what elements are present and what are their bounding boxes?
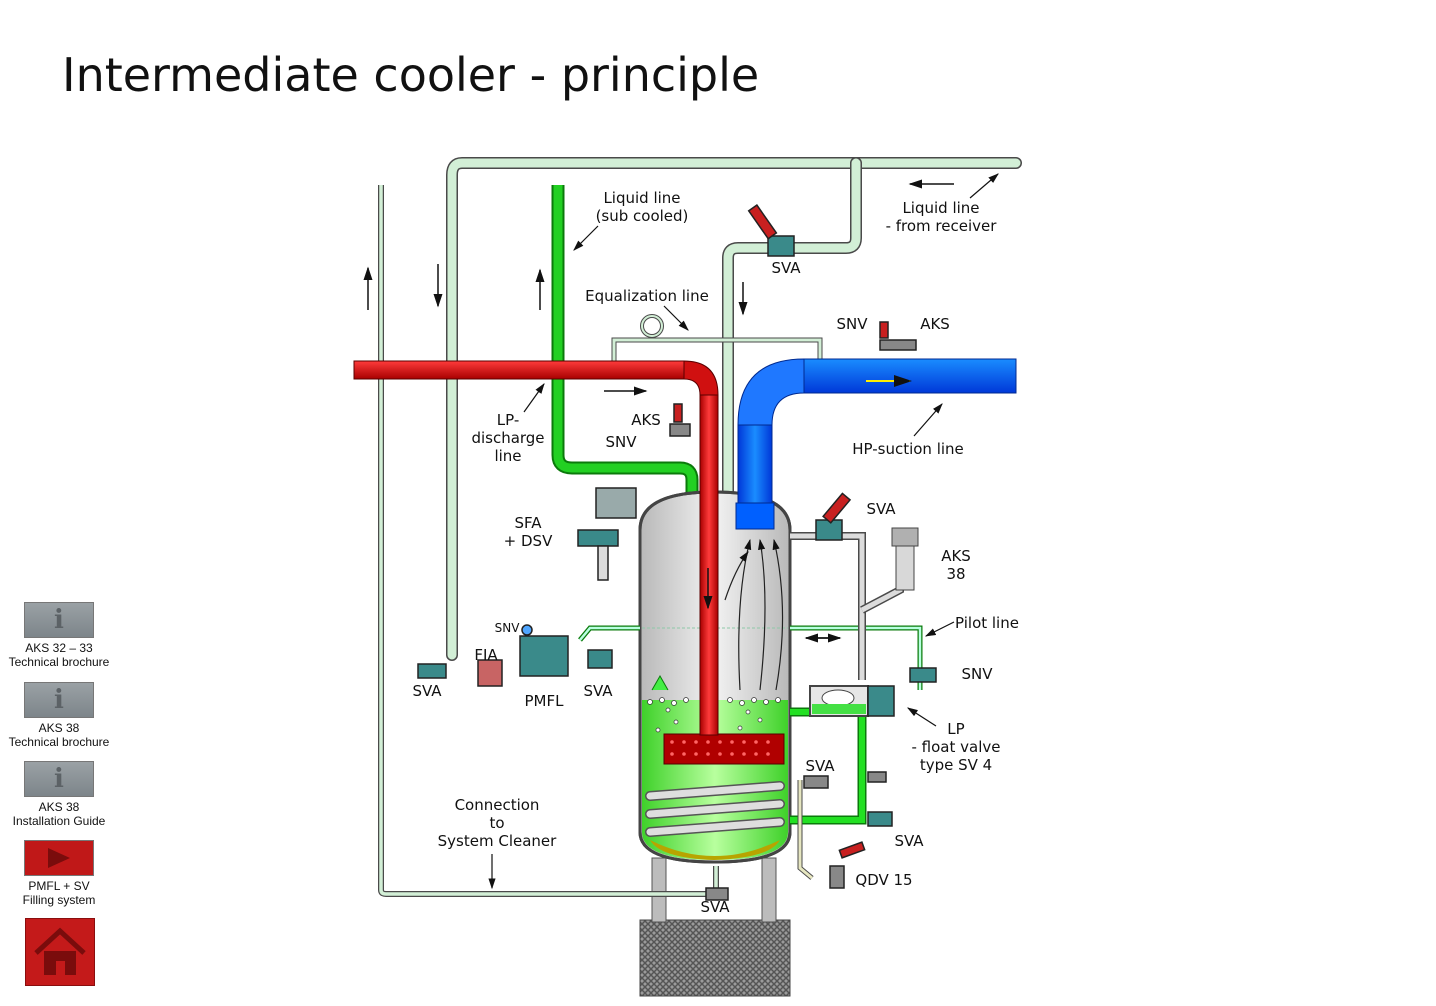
label-snv-right: SNV — [961, 665, 993, 683]
hp-suction-line — [735, 358, 1017, 530]
label-aks38-2: 38 — [946, 565, 965, 583]
label-lp-discharge-1: LP- — [497, 411, 520, 429]
nav-label: Technical brochure — [8, 735, 110, 749]
label-liquid-line-receiver: Liquid line — [902, 199, 979, 217]
label-sva-pmfl: SVA — [583, 682, 613, 700]
diagram-labels: Liquid line (sub cooled) Liquid line - f… — [412, 189, 1019, 916]
label-fia: FIA — [474, 646, 498, 664]
foundation-block — [639, 919, 791, 997]
label-pmfl: PMFL — [525, 692, 565, 710]
nav-label: Installation Guide — [12, 814, 106, 828]
label-lp-discharge-2: discharge — [471, 429, 544, 447]
subcooled-liquid-line — [551, 185, 699, 700]
nav-item-pmfl-sv[interactable]: PMFL + SV Filling system — [5, 840, 113, 907]
nav-label: AKS 32 – 33 — [25, 641, 93, 655]
label-aks-mid: AKS — [631, 411, 661, 429]
label-equalization-line: Equalization line — [585, 287, 709, 305]
page-title: Intermediate cooler - principle — [62, 48, 760, 102]
label-snv-mid: SNV — [605, 433, 637, 451]
label-liquid-line-receiver-2: - from receiver — [886, 217, 998, 235]
info-button[interactable]: i — [24, 761, 94, 797]
nav-label: Technical brochure — [8, 655, 110, 669]
label-lp-discharge-3: line — [494, 447, 521, 465]
label-lp-float-1: LP — [947, 720, 964, 738]
label-sva-left: SVA — [412, 682, 442, 700]
vessel-leg-left — [651, 857, 667, 923]
nav-item-aks38-installation[interactable]: i AKS 38 Installation Guide — [5, 761, 113, 828]
label-qdv15: QDV 15 — [855, 871, 912, 889]
play-icon — [48, 848, 70, 868]
info-button[interactable]: i — [24, 602, 94, 638]
aks38-level-switch — [891, 527, 919, 591]
label-connection-1: Connection — [455, 796, 540, 814]
label-liquid-line-subcooled: Liquid line — [603, 189, 680, 207]
label-sva-lower: SVA — [805, 757, 835, 775]
label-aks-top: AKS — [920, 315, 950, 333]
info-icon: i — [54, 605, 64, 635]
label-hp-suction-line: HP-suction line — [852, 440, 964, 458]
home-icon — [34, 927, 86, 975]
label-aks38: AKS — [941, 547, 971, 565]
label-connection-2: to — [489, 814, 504, 832]
flow-arrows — [363, 179, 954, 643]
label-snv-top: SNV — [836, 315, 868, 333]
label-sfa: SFA — [514, 514, 542, 532]
info-icon: i — [54, 685, 64, 715]
play-button[interactable] — [24, 840, 94, 876]
valves — [417, 204, 937, 901]
label-sva-right: SVA — [866, 500, 896, 518]
nav-label: AKS 38 — [38, 800, 80, 814]
vessel-leg-right — [761, 857, 777, 923]
lp-discharge-line — [353, 360, 719, 736]
label-lp-float-3: type SV 4 — [920, 756, 992, 774]
home-button[interactable] — [25, 918, 95, 986]
nav-item-aks38-brochure[interactable]: i AKS 38 Technical brochure — [5, 682, 113, 749]
float-ball — [821, 689, 855, 707]
label-snv-small: SNV — [495, 621, 521, 635]
label-liquid-line-subcooled-2: (sub cooled) — [596, 207, 689, 225]
nav-label: AKS 38 — [38, 721, 80, 735]
nav-label: PMFL + SV — [28, 879, 90, 893]
label-sva-top: SVA — [771, 259, 801, 277]
label-connection-3: System Cleaner — [438, 832, 558, 850]
float-chamber-lines — [790, 532, 904, 880]
label-dsv: + DSV — [504, 532, 553, 550]
info-button[interactable]: i — [24, 682, 94, 718]
label-leaders — [488, 173, 999, 890]
system-cleaner-line — [378, 185, 719, 897]
nav-label: Filling system — [22, 893, 96, 907]
info-icon: i — [54, 764, 64, 794]
nav-item-aks32-33[interactable]: i AKS 32 – 33 Technical brochure — [5, 602, 113, 669]
label-sva-bottom-right: SVA — [894, 832, 924, 850]
spray-nozzle — [651, 674, 669, 691]
label-pilot-line: Pilot line — [955, 614, 1019, 632]
label-sva-bottom: SVA — [700, 898, 730, 916]
equalization-line — [611, 314, 823, 372]
label-lp-float-2: - float valve — [912, 738, 1001, 756]
